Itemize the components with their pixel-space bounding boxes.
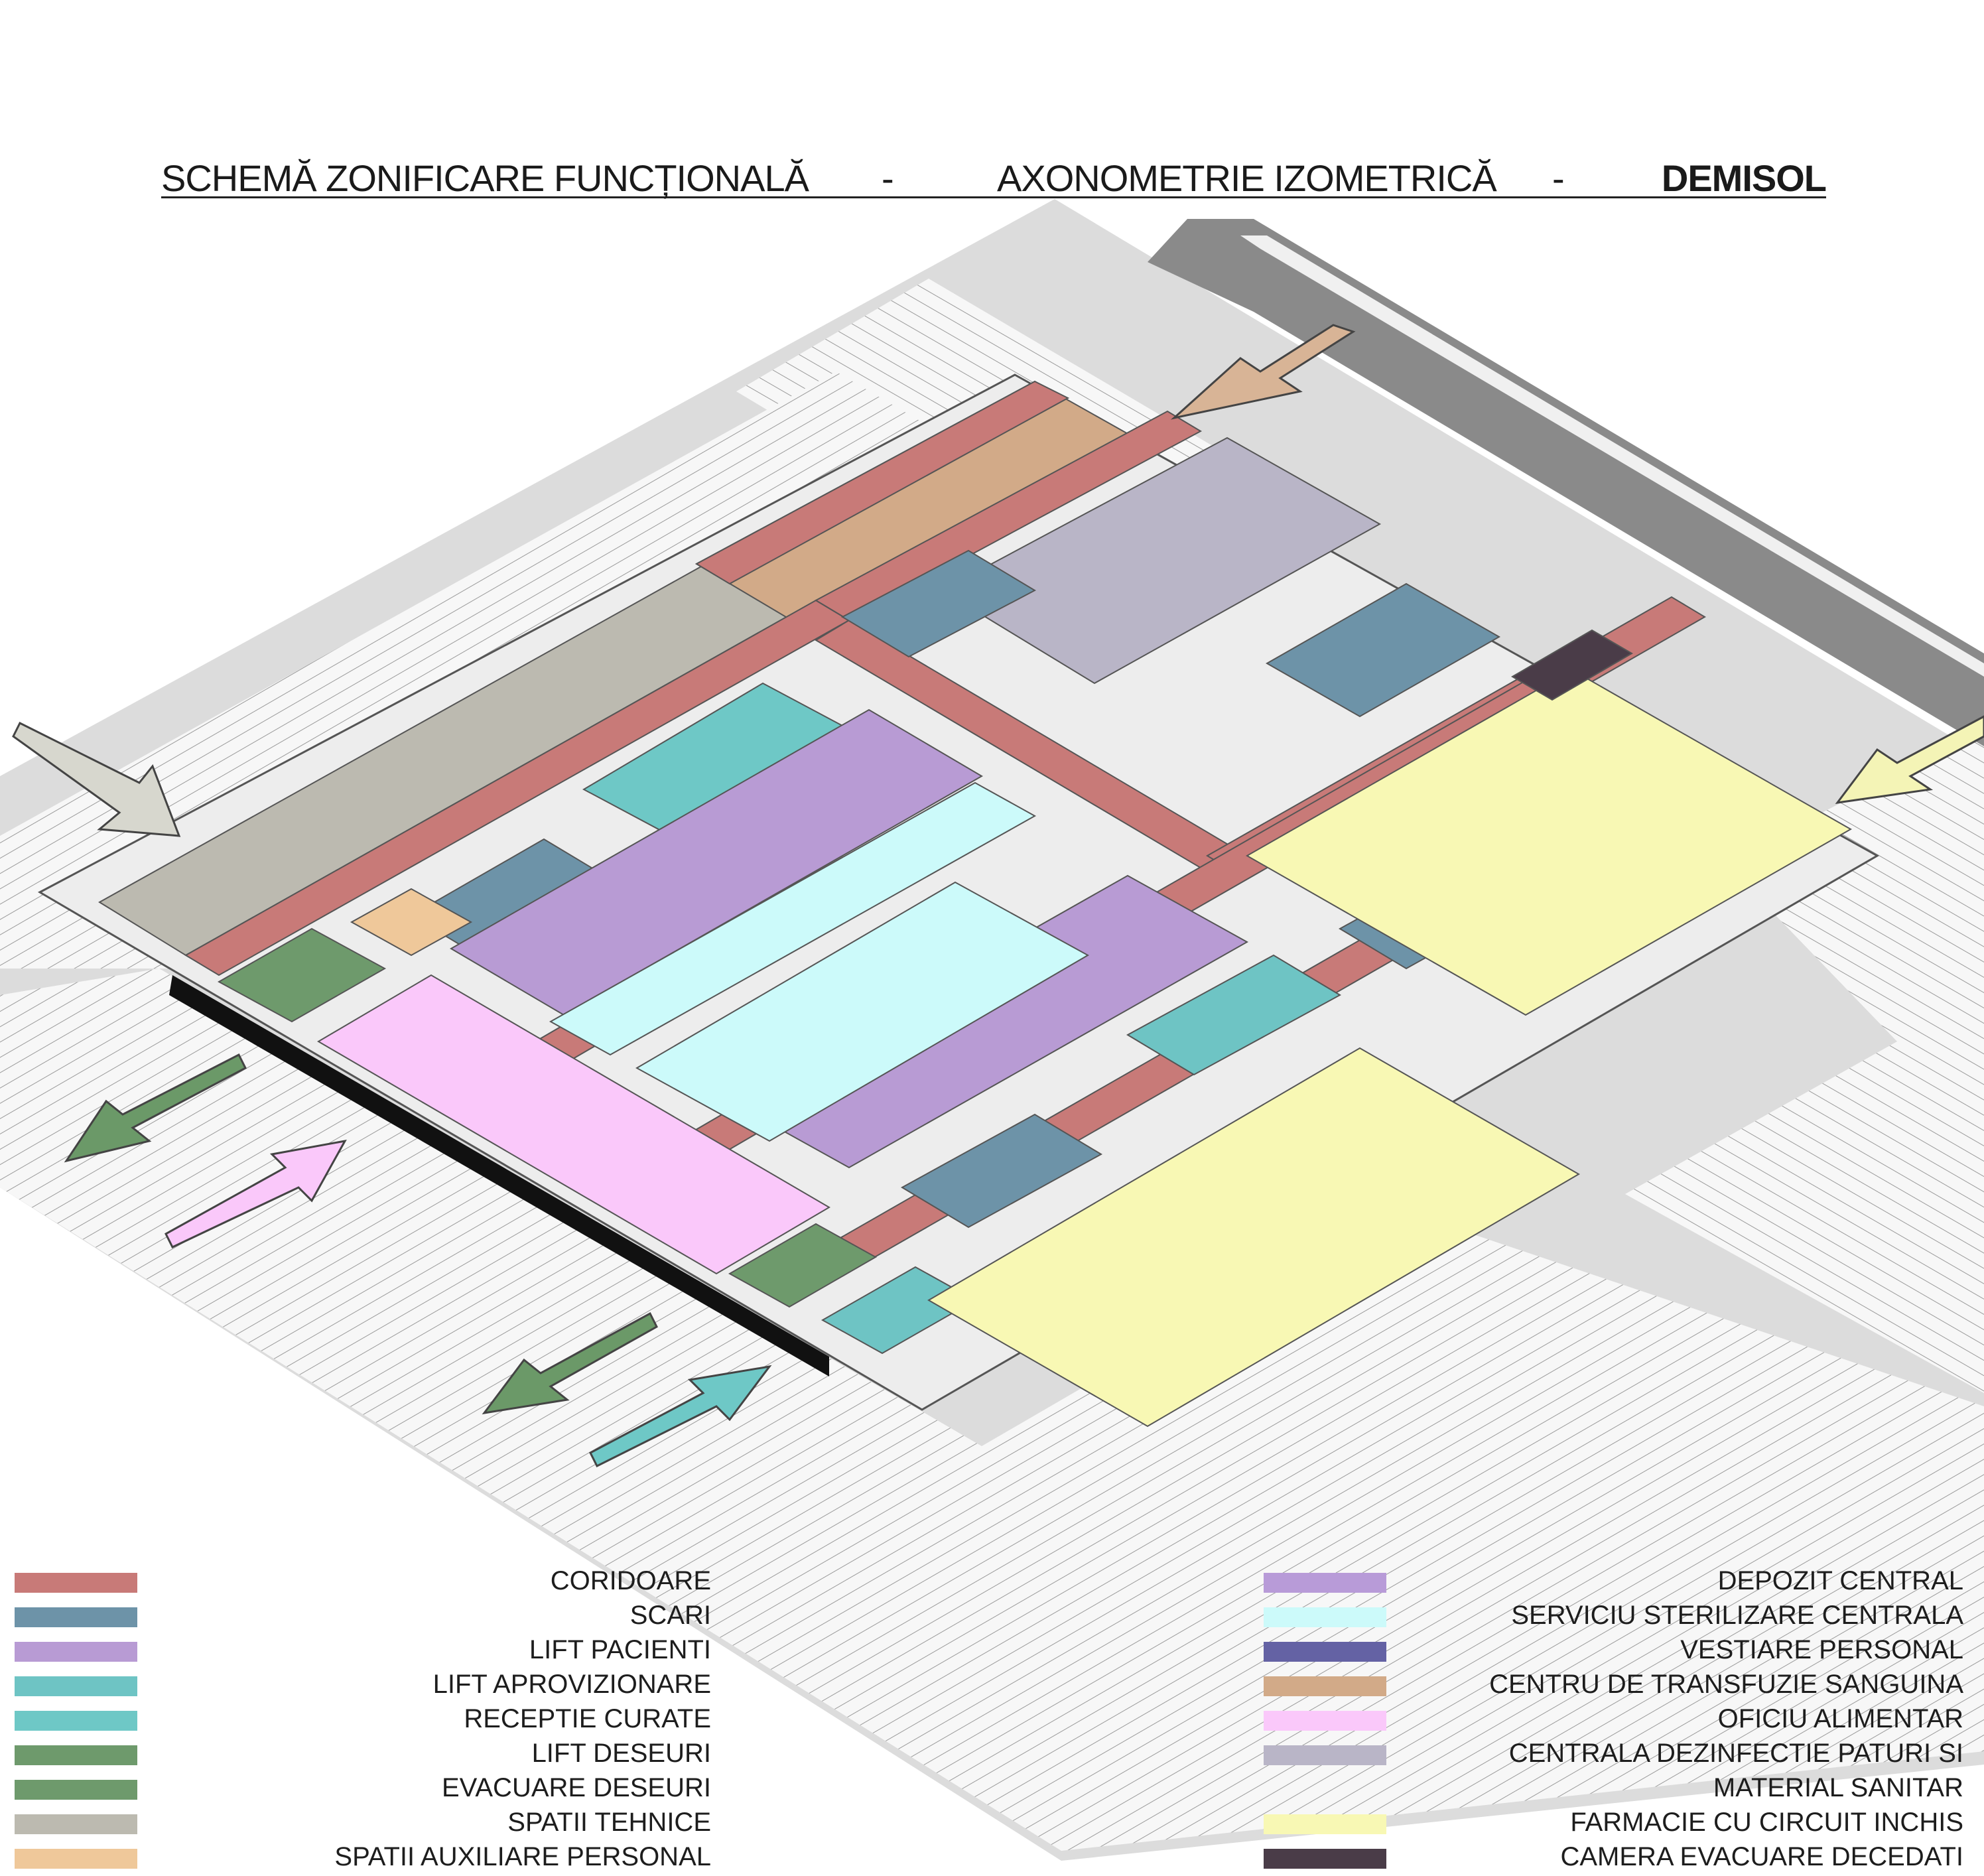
arrow-transfuzie-access bbox=[1170, 324, 1356, 420]
legend-item: LIFT DESEURI bbox=[15, 1735, 711, 1769]
legend-label: DEPOZIT CENTRAL bbox=[1717, 1566, 1963, 1595]
legend-item: SPATII TEHNICE bbox=[15, 1804, 711, 1838]
legend-swatch bbox=[1264, 1642, 1386, 1662]
legend-label: SCARI bbox=[629, 1601, 711, 1630]
zone-decedati bbox=[1511, 629, 1633, 701]
title-part-demisol: DEMISOL bbox=[1661, 157, 1827, 199]
zone-oficiu-alimentar bbox=[317, 974, 830, 1275]
legend-swatch bbox=[1264, 1711, 1386, 1731]
zone-lift-aprovizionare bbox=[1126, 954, 1342, 1076]
legend-swatch bbox=[1264, 1676, 1386, 1696]
legend-label: CAMERA EVACUARE DECEDATI bbox=[1560, 1842, 1963, 1871]
legend-item: EVACUARE DESEURI bbox=[15, 1769, 711, 1804]
zone-scari-2 bbox=[840, 549, 1037, 658]
legend-swatch bbox=[15, 1573, 137, 1593]
title-part-axonometrie: AXONOMETRIE IZOMETRICĂ bbox=[997, 157, 1497, 199]
legend-label: LIFT DESEURI bbox=[531, 1739, 711, 1768]
arrow-oficiu-access bbox=[165, 1139, 347, 1248]
legend-swatch bbox=[15, 1745, 137, 1765]
legend-label: CORIDOARE bbox=[550, 1566, 711, 1595]
legend-swatch bbox=[1264, 1849, 1386, 1869]
zone-farmacie-2 bbox=[927, 1047, 1580, 1428]
zone-sterilizare bbox=[549, 781, 1037, 1056]
legend-label: CENTRALA DEZINFECTIE PATURI SI bbox=[1508, 1739, 1963, 1768]
legend-label: VESTIARE PERSONAL bbox=[1680, 1635, 1963, 1664]
legend-swatch bbox=[15, 1676, 137, 1696]
zone-spatii-auxiliare bbox=[350, 888, 473, 957]
zone-farmacie bbox=[1245, 669, 1853, 1016]
building-wall-sw bbox=[169, 975, 829, 1376]
legend-swatch bbox=[1264, 1745, 1386, 1765]
legend-label: SPATII TEHNICE bbox=[507, 1808, 711, 1837]
legend-label: MATERIAL SANITAR bbox=[1713, 1773, 1963, 1802]
legend-item: SCARI bbox=[15, 1597, 711, 1631]
page-title: SCHEMĂ ZONIFICARE FUNCȚIONALĂ - AXONOMET… bbox=[161, 157, 1827, 199]
arrow-deseuri-exit-1 bbox=[64, 1053, 247, 1163]
zone-coridor-3 bbox=[814, 410, 1203, 622]
legend-item: RECEPTIE CURATE bbox=[15, 1700, 711, 1735]
zone-evacuare-deseuri-2 bbox=[728, 1223, 878, 1308]
legend-label: EVACUARE DESEURI bbox=[441, 1773, 711, 1802]
legend-label: SERVICIU STERILIZARE CENTRALA bbox=[1511, 1601, 1963, 1630]
legend-label: CENTRU DE TRANSFUZIE SANGUINA bbox=[1489, 1670, 1963, 1699]
legend-item: OFICIU ALIMENTAR bbox=[1264, 1700, 1963, 1735]
legend-swatch bbox=[15, 1711, 137, 1731]
paved-area-east bbox=[1625, 730, 1984, 1393]
legend-swatch bbox=[1264, 1607, 1386, 1627]
title-separator-1: - bbox=[882, 157, 894, 199]
legend-item: LIFT APROVIZIONARE bbox=[15, 1666, 711, 1700]
legend-swatch bbox=[15, 1607, 137, 1627]
legend-swatch bbox=[15, 1780, 137, 1800]
legend-item: SERVICIU STERILIZARE CENTRALA bbox=[1264, 1597, 1963, 1631]
legend-label: RECEPTIE CURATE bbox=[464, 1704, 711, 1733]
legend-item: MATERIAL SANITAR bbox=[1264, 1769, 1963, 1804]
legend-item: DEPOZIT CENTRAL bbox=[1264, 1562, 1963, 1597]
legend-item: FARMACIE CU CIRCUIT INCHIS bbox=[1264, 1804, 1963, 1838]
legend-item: CENTRALA DEZINFECTIE PATURI SI bbox=[1264, 1735, 1963, 1769]
arrow-farmacie-access bbox=[1835, 715, 1984, 804]
legend-item: CENTRU DE TRANSFUZIE SANGUINA bbox=[1264, 1666, 1963, 1700]
legend-swatch bbox=[15, 1642, 137, 1662]
zone-sterilizare-2 bbox=[635, 881, 1090, 1142]
legend-swatch bbox=[15, 1849, 137, 1869]
legend-label: SPATII AUXILIARE PERSONAL bbox=[334, 1842, 711, 1871]
zone-depozit-central bbox=[450, 708, 983, 1016]
zone-scari-5 bbox=[900, 1113, 1103, 1229]
legend-label: LIFT PACIENTI bbox=[529, 1635, 711, 1664]
legend-item: LIFT PACIENTI bbox=[15, 1631, 711, 1666]
legend-item: SPATII AUXILIARE PERSONAL bbox=[15, 1838, 711, 1873]
legend-label: LIFT APROVIZIONARE bbox=[432, 1670, 711, 1699]
legend-swatch bbox=[1264, 1814, 1386, 1834]
road-curb bbox=[1240, 235, 1984, 677]
paved-area-south bbox=[0, 969, 1984, 1851]
arrow-deseuri-exit-2 bbox=[482, 1311, 658, 1415]
title-part-zonificare: SCHEMĂ ZONIFICARE FUNCȚIONALĂ bbox=[161, 157, 809, 199]
road-asphalt bbox=[1148, 219, 1984, 746]
legend-swatch bbox=[15, 1814, 137, 1834]
zones bbox=[98, 380, 1853, 1428]
legend-item: CAMERA EVACUARE DECEDATI bbox=[1264, 1838, 1963, 1873]
legend-label: OFICIU ALIMENTAR bbox=[1717, 1704, 1963, 1733]
arrow-aprovizionare-access bbox=[589, 1365, 772, 1468]
zone-scari-3 bbox=[1265, 582, 1501, 718]
legend-swatch bbox=[1264, 1573, 1386, 1593]
legend-item: CORIDOARE bbox=[15, 1562, 711, 1597]
zone-dezinfectie bbox=[940, 436, 1382, 685]
legend-label: FARMACIE CU CIRCUIT INCHIS bbox=[1570, 1808, 1963, 1837]
legend-item: VESTIARE PERSONAL bbox=[1264, 1631, 1963, 1666]
title-separator-2: - bbox=[1552, 157, 1565, 199]
zone-coridor-2 bbox=[694, 380, 1070, 585]
zone-evacuare-deseuri-1 bbox=[217, 927, 387, 1023]
arrow-tehnice-access bbox=[12, 721, 181, 837]
